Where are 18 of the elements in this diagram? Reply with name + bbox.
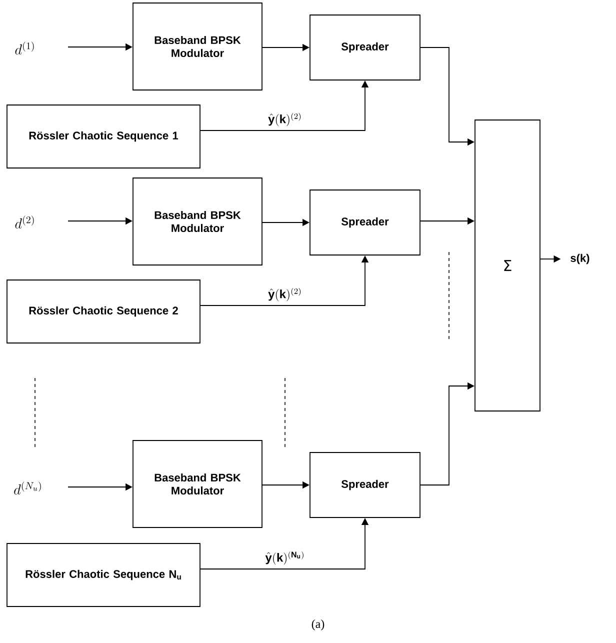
signal-label: $d^{(1)}$ [15,42,34,54]
block-box: Baseband BPSK Modulator [132,2,262,90]
summer-box: Σ [474,120,540,412]
edge-label: $\hat{\mathbf{y}}(\mathbf{k})^{(2)}$ [267,112,303,128]
block-box: Baseband BPSK Modulator [132,440,262,528]
block-box: Baseband BPSK Modulator [132,178,262,266]
block-box: Rössler Chaotic Sequence N$_{u}$ [6,543,200,607]
caption: (a) [312,620,324,630]
block-box: Rössler Chaotic Sequence 1 [6,104,200,168]
edge-label: $\hat{\mathbf{y}}(\mathbf{k})^{(\mathbf{N_u})}$ [264,550,306,566]
edge-label: $\hat{\mathbf{y}}(\mathbf{k})^{(2)}$ [267,286,303,302]
signal-label: s(k) [570,254,590,264]
block-box: Spreader [310,452,420,518]
block-box: Rössler Chaotic Sequence 2 [6,280,200,344]
signal-label: $d^{(2)}$ [15,216,34,228]
signal-label: $d^{(N_u)}$ [14,482,41,494]
block-box: Spreader [310,190,420,256]
block-box: Spreader [310,14,420,80]
